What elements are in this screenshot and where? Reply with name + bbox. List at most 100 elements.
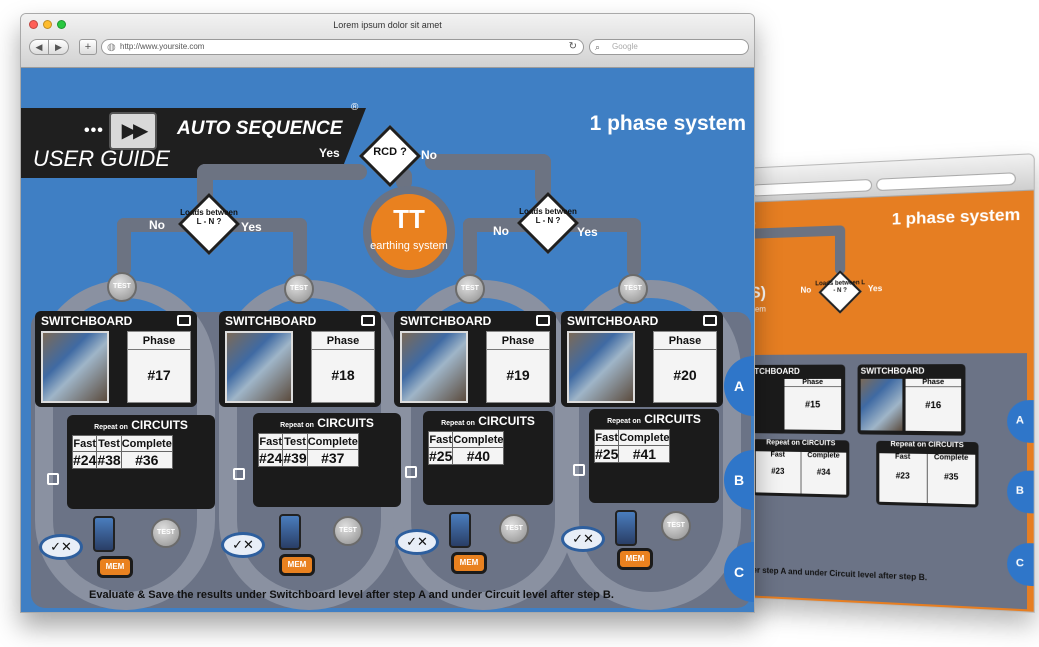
reload-icon[interactable]: ↻: [568, 41, 577, 52]
minimize-icon[interactable]: [43, 20, 52, 29]
switchboard-icon: [361, 315, 375, 326]
circuit-test-label: Fast: [257, 433, 284, 450]
instruction-footer: Evaluate & Save the results under Switch…: [89, 589, 614, 601]
test-button-lower-4[interactable]: TEST: [661, 511, 691, 541]
circuits-table-1: Fast Test Complete #24 #38 #36: [71, 435, 173, 469]
test-button-3[interactable]: TEST: [455, 274, 485, 304]
banner-dots: •••: [84, 122, 104, 139]
circuit-test-label: Complete: [618, 429, 671, 446]
evaluate-check-button-4[interactable]: ✓✕: [561, 526, 605, 552]
circuits-card-2: Repeat on CIRCUITS Fast Test Complete #2…: [253, 413, 401, 507]
background-browser-window: 1 phase system No Loads between L - N ? …: [742, 153, 1035, 613]
back-circuits-grid-1: Fast#23 Complete#34: [755, 451, 847, 495]
back-photo-2: [860, 378, 903, 431]
circuits-heading-4: Repeat on CIRCUITS: [589, 412, 719, 426]
circuit-test-value: #39: [282, 449, 308, 467]
address-bar[interactable]: ◍ http://www.yoursite.com ↻: [101, 39, 584, 55]
test-button-lower-2[interactable]: TEST: [333, 516, 363, 546]
back-circuit-fast-2: Fast#23: [879, 453, 928, 504]
user-guide-title: USER GUIDE: [33, 146, 170, 171]
back-repeat-on-1: Repeat on: [766, 439, 800, 447]
tt-label: TT: [393, 204, 425, 234]
back-address-bar: [750, 178, 873, 197]
back-phase-value-2: #16: [925, 399, 942, 411]
back-phase-value-1: #15: [805, 399, 821, 410]
loads-left-no: No: [149, 218, 165, 232]
switchboard-icon: [177, 315, 191, 326]
back-circuit-complete-2: Complete#35: [927, 454, 975, 504]
globe-icon: ◍: [107, 42, 116, 53]
test-button-1[interactable]: TEST: [107, 272, 137, 302]
back-pipe-down: [834, 225, 846, 275]
page-content: ••• ▶▶ AUTO SEQUENCE USER GUIDE ® 1 phas…: [21, 68, 754, 612]
switchboard-label-1: SWITCHBOARD: [41, 314, 133, 328]
search-placeholder: Google: [612, 42, 638, 51]
switchboard-card-2: SWITCHBOARD Phase #18: [219, 311, 381, 407]
phase-label-1: Phase: [128, 332, 190, 350]
flow-pipe-rcd-right: [425, 154, 551, 170]
back-phase-label-2: Phase: [905, 378, 962, 388]
switchboard-card-1: SWITCHBOARD Phase #17: [35, 311, 197, 407]
back-button[interactable]: ◀: [29, 39, 49, 55]
circuit-test-label: Fast: [593, 429, 620, 446]
zoom-icon[interactable]: [57, 20, 66, 29]
tt-earthing-badge: TT earthing system: [363, 186, 455, 278]
close-icon[interactable]: [29, 20, 38, 29]
new-tab-button[interactable]: +: [79, 39, 97, 55]
circuit-test-value: #37: [306, 449, 359, 467]
mem-button-2[interactable]: MEM: [279, 554, 315, 576]
back-circuits-label-1: Repeat on CIRCUITS: [753, 439, 850, 447]
back-circuit-fast-1: Fast#23: [755, 451, 802, 494]
repeat-on-label-4: Repeat on: [607, 418, 641, 425]
technician-photo: [400, 331, 468, 403]
circuits-table-2: Fast Test Complete #24 #39 #37: [257, 433, 359, 467]
back-phase-label-1: Phase: [784, 378, 842, 388]
circuit-test-label: Test: [282, 433, 308, 450]
flow-pipe-left-no: [117, 218, 131, 276]
evaluate-check-button-3[interactable]: ✓✕: [395, 529, 439, 555]
repeat-on-label-3: Repeat on: [441, 420, 475, 427]
loads-right-yes: Yes: [577, 225, 598, 239]
back-page-content: 1 phase system No Loads between L - N ? …: [742, 190, 1034, 612]
circuits-label-3: CIRCUITS: [478, 414, 535, 428]
evaluate-check-button-1[interactable]: ✓✕: [39, 534, 83, 560]
loads-label-left: Loads between L - N ?: [180, 208, 238, 226]
socket-icon: [47, 473, 59, 485]
probe-icon: [573, 464, 585, 476]
test-button-4[interactable]: TEST: [618, 274, 648, 304]
tester-device-icon: [449, 512, 471, 548]
circuits-heading-2: Repeat on CIRCUITS: [253, 416, 401, 430]
switchboard-icon: [536, 315, 550, 326]
test-button-lower-1[interactable]: TEST: [151, 518, 181, 548]
search-field[interactable]: ⌕ Google: [589, 39, 749, 55]
window-title: Lorem ipsum dolor sit amet: [333, 20, 442, 30]
test-button-2[interactable]: TEST: [284, 274, 314, 304]
url-text: http://www.yoursite.com: [120, 42, 205, 51]
repeat-on-label-1: Repeat on: [94, 424, 128, 431]
circuit-test-value: #24: [257, 449, 284, 467]
mem-button-1[interactable]: MEM: [97, 556, 133, 578]
technician-photo: [41, 331, 109, 403]
loads-left-yes: Yes: [241, 220, 262, 234]
earthing-system-label: earthing system: [370, 240, 448, 252]
evaluate-check-button-2[interactable]: ✓✕: [221, 532, 265, 558]
circuits-label-4: CIRCUITS: [644, 412, 701, 426]
circuits-label-2: CIRCUITS: [317, 416, 374, 430]
socket-icon: [233, 468, 245, 480]
circuits-card-1: Repeat on CIRCUITS Fast Test Complete #2…: [67, 415, 215, 509]
flow-pipe-rcd-left: [197, 164, 367, 180]
circuit-test-label: Fast: [71, 435, 98, 452]
forward-button[interactable]: ▶: [49, 39, 69, 55]
mem-button-4[interactable]: MEM: [617, 548, 653, 570]
circuit-test-value: #38: [96, 451, 122, 469]
back-phase-box-2: Phase #16: [905, 378, 962, 432]
back-yes-label: Yes: [867, 283, 883, 294]
system-title: 1 phase system: [589, 112, 746, 135]
browser-window: Lorem ipsum dolor sit amet ◀ ▶ + ◍ http:…: [20, 13, 755, 613]
phase-value-1: #17: [147, 367, 171, 383]
circuit-test-value: #40: [452, 447, 505, 465]
circuits-heading-1: Repeat on CIRCUITS: [67, 418, 215, 432]
mem-button-3[interactable]: MEM: [451, 552, 487, 574]
circuit-test-label: Complete: [120, 435, 173, 452]
test-button-lower-3[interactable]: TEST: [499, 514, 529, 544]
